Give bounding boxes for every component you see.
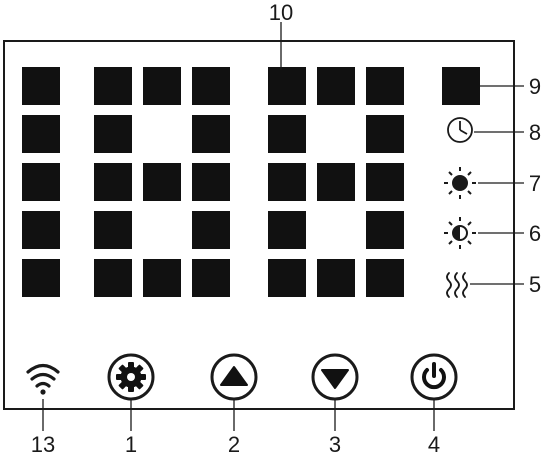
power-button[interactable] <box>410 353 458 401</box>
callout-7: 7 <box>529 171 541 196</box>
sun-icon <box>444 167 476 199</box>
callout-5: 5 <box>529 272 541 297</box>
callout-10: 10 <box>269 0 293 25</box>
digit-one <box>22 67 60 297</box>
callout-4: 4 <box>428 432 440 457</box>
settings-button[interactable] <box>107 353 155 401</box>
up-button[interactable] <box>210 353 258 401</box>
wifi-icon <box>26 363 60 395</box>
clock-icon <box>447 117 473 143</box>
panel-frame <box>3 40 515 410</box>
half-sun-icon <box>444 217 476 249</box>
gear-icon <box>116 362 146 392</box>
callout-3: 3 <box>329 432 341 457</box>
arrow-down-icon <box>321 369 349 389</box>
callout-1: 1 <box>125 432 137 457</box>
callout-9: 9 <box>529 74 541 99</box>
bottom-leader-lines <box>42 399 435 431</box>
digit-two <box>94 67 230 297</box>
digit-three <box>268 67 404 297</box>
right-leader-lines <box>470 85 524 285</box>
segment-display <box>22 67 480 297</box>
callout-13: 13 <box>31 432 55 457</box>
callout-6: 6 <box>529 221 541 246</box>
power-icon <box>422 362 446 390</box>
status-block-indicator <box>442 67 480 105</box>
heat-wave-icon <box>446 272 468 298</box>
callout-8: 8 <box>529 120 541 145</box>
callout-2: 2 <box>228 432 240 457</box>
down-button[interactable] <box>311 353 359 401</box>
arrow-up-icon <box>220 366 248 386</box>
